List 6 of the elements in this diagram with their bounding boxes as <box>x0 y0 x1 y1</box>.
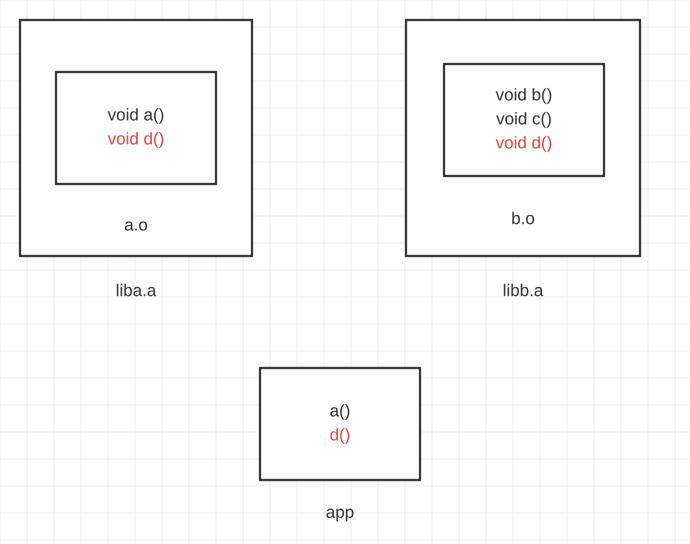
function-box: void b() void c() void d() <box>442 62 606 178</box>
file-name-label: liba.a <box>116 284 156 296</box>
file-name-label: libb.a <box>504 284 544 296</box>
function-box: void a() void d() <box>54 70 218 186</box>
file-name-label: app <box>326 508 354 522</box>
app-box: a() d() <box>258 366 422 482</box>
